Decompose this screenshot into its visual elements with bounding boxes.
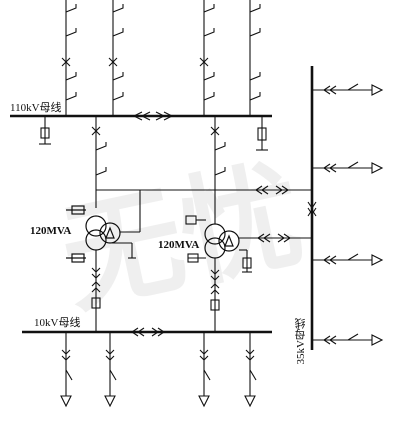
transformer-1-feeder bbox=[91, 116, 140, 208]
t2-35kv-link bbox=[239, 233, 312, 243]
bus-coupler bbox=[132, 111, 174, 121]
label-transformer-1: 120MVA bbox=[30, 225, 72, 237]
feeder-10kv-3 bbox=[198, 332, 211, 408]
feeder-35kv-4 bbox=[312, 333, 384, 346]
incoming-line-bays bbox=[61, 0, 261, 116]
bus-10kv-coupler bbox=[131, 327, 165, 337]
pt-110kv-right bbox=[256, 116, 268, 151]
feeder-10kv-2 bbox=[104, 332, 117, 408]
t1-35kv-link bbox=[140, 185, 312, 195]
t2-10kv-feeder bbox=[210, 258, 220, 332]
transformer-1 bbox=[66, 205, 121, 263]
t1-10kv-feeder bbox=[91, 250, 101, 332]
feeder-35kv-1 bbox=[312, 83, 384, 96]
transformer-2 bbox=[204, 223, 240, 259]
feeder-10kv-1 bbox=[60, 332, 73, 408]
feeder-35kv-3 bbox=[312, 253, 384, 266]
label-transformer-2: 120MVA bbox=[158, 239, 200, 251]
label-10kv-bus: 10kV母线 bbox=[34, 317, 81, 329]
label-110kv-bus: 110kV母线 bbox=[10, 102, 62, 114]
feeder-10kv-4 bbox=[244, 332, 257, 408]
transformer-2-feeder bbox=[185, 116, 226, 263]
feeder-35kv-2 bbox=[312, 161, 384, 174]
pt-110kv-left bbox=[39, 116, 51, 145]
label-35kv-bus: 35kV母线 bbox=[295, 318, 307, 365]
bus-35kv-coupler bbox=[307, 201, 317, 217]
